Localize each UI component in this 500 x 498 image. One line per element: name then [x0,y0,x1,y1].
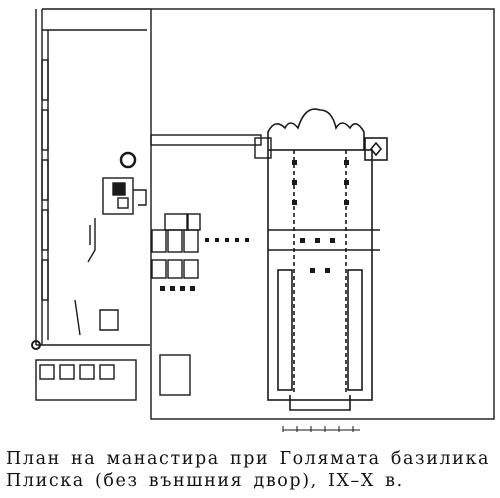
ruins-line-2 [74,299,119,336]
basilica-piers [292,160,349,273]
side-chamber [364,137,388,161]
west-room-1 [41,59,49,101]
ruins-line [87,218,96,263]
south-west-well [31,340,41,350]
courtyard-wall [150,8,495,420]
west-room-2 [41,109,49,151]
cell-8 [187,213,201,231]
caption-line-1: План на манастира при Голямата базилика … [6,449,500,469]
central-building [102,177,134,215]
cell-7 [164,213,188,231]
south-range [35,359,137,401]
west-room-5 [41,259,49,301]
basilica-outer [267,149,373,401]
cell-2 [167,229,183,253]
well-circle [119,151,137,169]
west-room-4 [41,209,49,251]
cell-3 [183,229,199,253]
cell-5 [167,259,183,279]
west-portico [289,395,351,411]
south-aisle [347,269,363,391]
monastery-floor-plan [31,8,495,432]
cell-1 [151,229,167,253]
central-room-b [117,197,129,209]
central-room-a [112,182,126,196]
caption-line-2: Плиска (без външния двор), IX–X в. [6,471,404,491]
pier-bases-row [160,238,249,291]
north-gallery [150,134,262,146]
north-gallery-room [254,137,272,159]
south-room-4 [99,364,115,380]
scale-bar [282,426,360,432]
south-room-3 [79,364,95,380]
west-wing-wall [35,8,151,346]
side-chamber-diamond [369,141,383,157]
west-room-3 [41,159,49,201]
cell-6 [183,259,199,279]
south-room-2 [59,364,75,380]
plan-caption: План на манастира при Голямата базилика … [6,448,500,492]
cell-4 [151,259,167,279]
central-annex [133,189,147,206]
great-basilica [267,108,388,411]
south-room-1 [39,364,55,380]
basilica-apses [267,108,365,150]
south-east-room [159,354,191,396]
north-aisle [277,269,293,391]
